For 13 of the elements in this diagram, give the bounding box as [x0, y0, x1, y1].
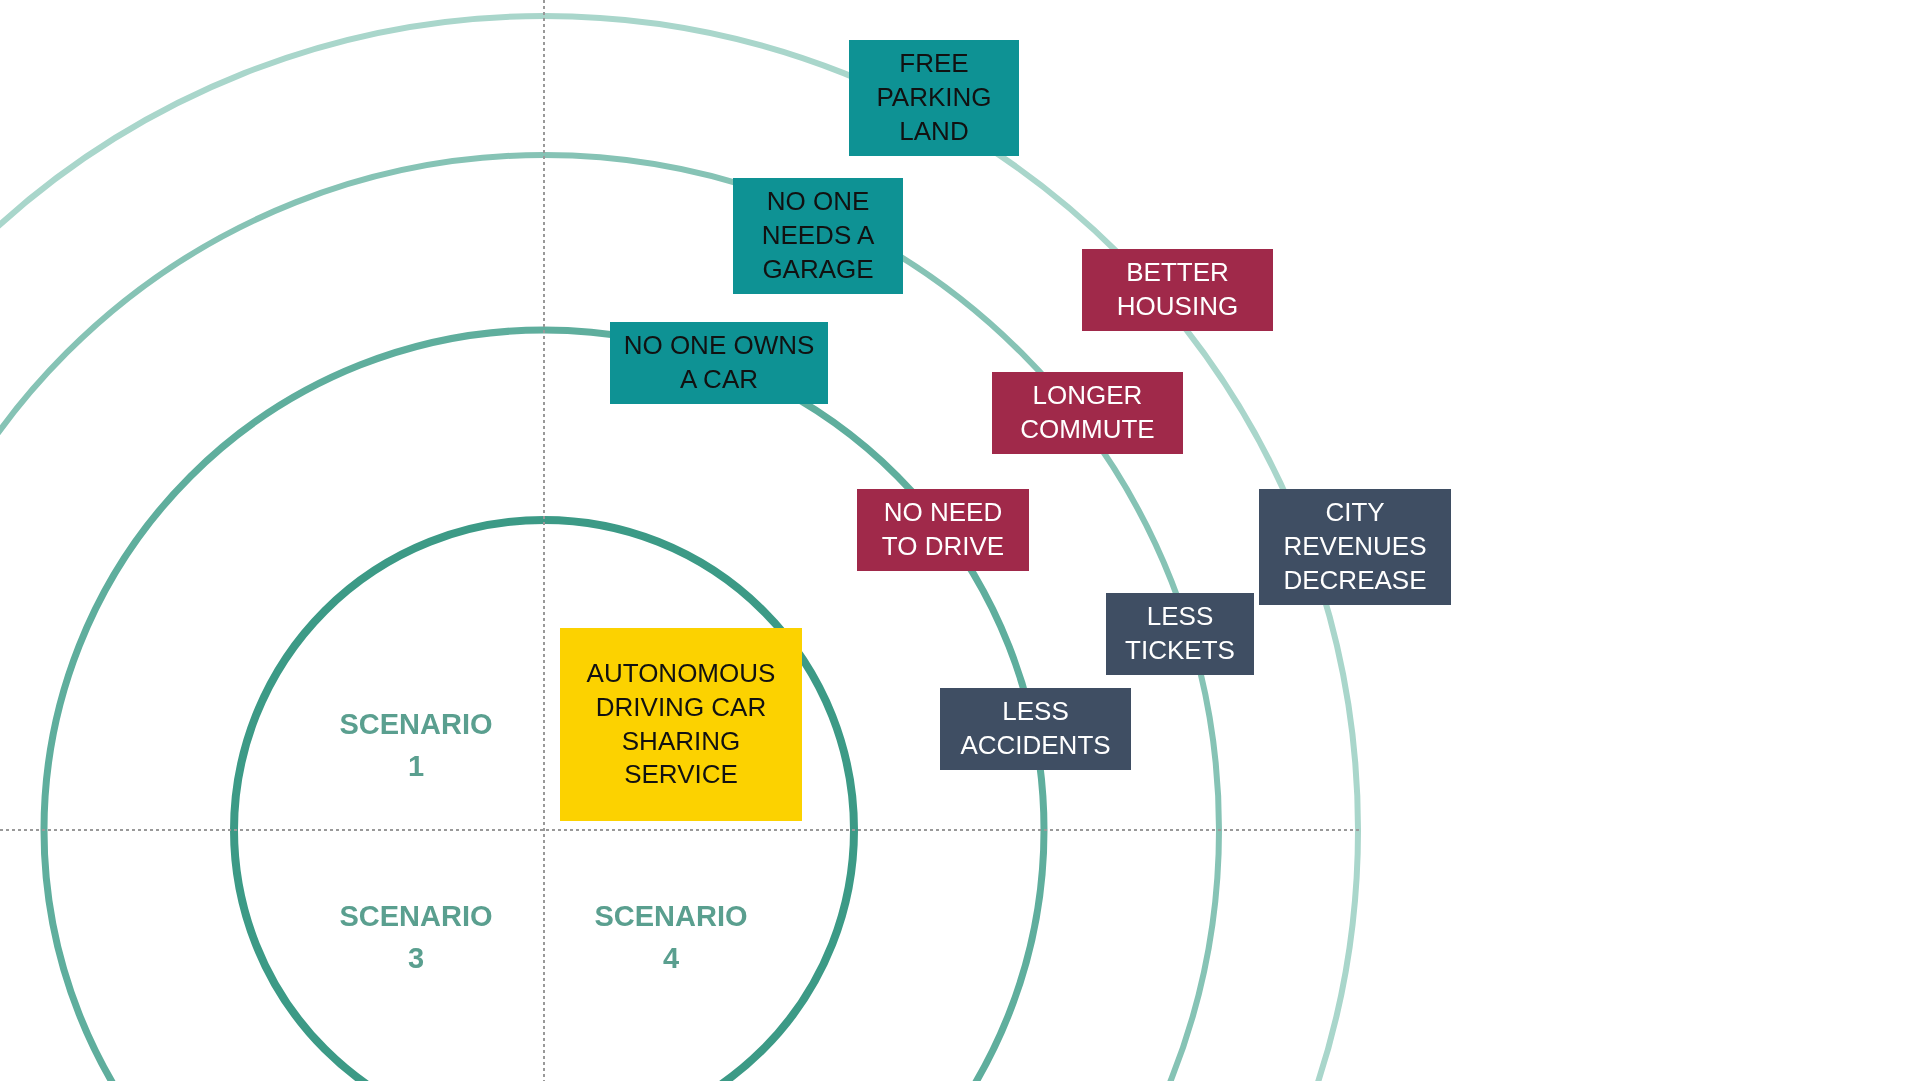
- consequence-box: CITY REVENUES DECREASE: [1259, 489, 1451, 605]
- consequence-box: NO ONE OWNS A CAR: [610, 322, 828, 404]
- consequence-box: NO NEED TO DRIVE: [857, 489, 1029, 571]
- scenario-box: AUTONOMOUS DRIVING CAR SHARING SERVICE: [560, 628, 802, 821]
- consequence-box: LESS ACCIDENTS: [940, 688, 1131, 770]
- consequence-box: LONGER COMMUTE: [992, 372, 1183, 454]
- consequence-box: FREE PARKING LAND: [849, 40, 1019, 156]
- quadrant-label: SCENARIO 1: [339, 706, 493, 784]
- consequence-box: NO ONE NEEDS A GARAGE: [733, 178, 903, 294]
- consequence-box: LESS TICKETS: [1106, 593, 1254, 675]
- quadrant-label: SCENARIO 3: [339, 898, 493, 976]
- quadrant-label: SCENARIO 4: [594, 898, 748, 976]
- consequence-box: BETTER HOUSING: [1082, 249, 1273, 331]
